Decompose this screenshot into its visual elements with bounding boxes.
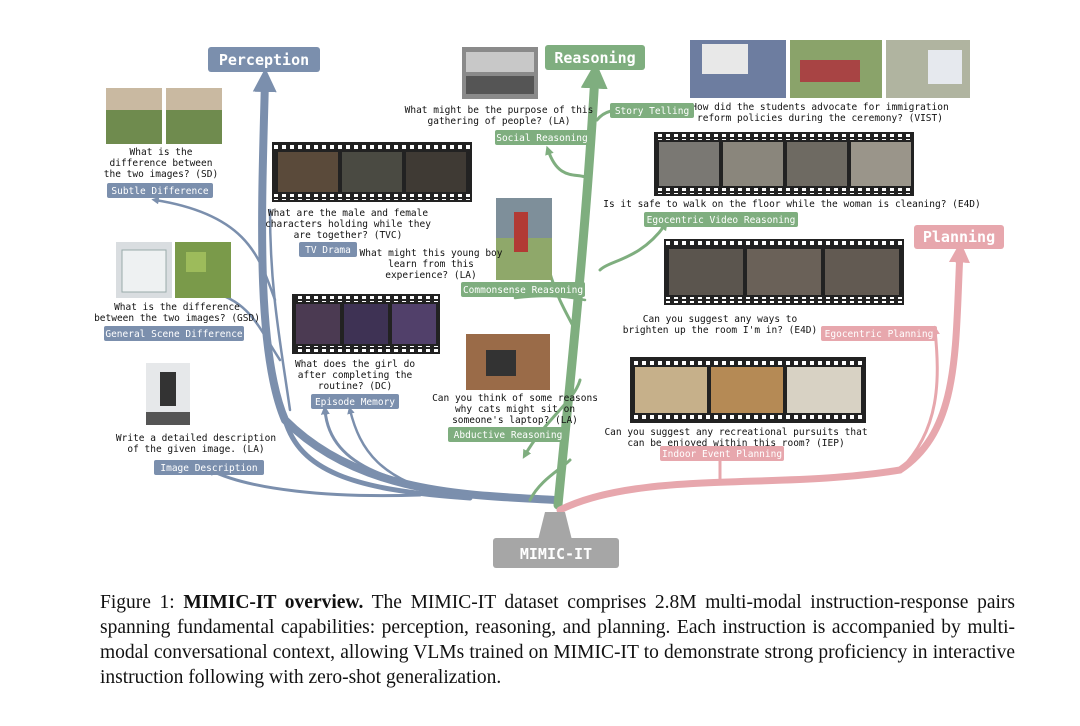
mimic-it-overview-figure: MIMIC-IT Perception Reasoning Planning W…: [94, 40, 1004, 568]
task-egocentric-planning: Can you suggest any ways to brighten up …: [623, 239, 937, 341]
task-label: General Scene Difference: [105, 329, 243, 340]
planning-header: Planning: [914, 225, 1004, 249]
question-line: Is it safe to walk on the floor while th…: [603, 199, 981, 210]
task-label: Social Reasoning: [496, 133, 588, 144]
root-label: MIMIC-IT: [520, 545, 592, 563]
task-abductive-reasoning: Can you think of some reasons why cats m…: [432, 334, 598, 442]
root-label-box: [493, 538, 619, 568]
question-line: can be enjoyed within this room? (IEP): [627, 438, 844, 449]
task-label: Abductive Reasoning: [454, 430, 563, 441]
question-line: why cats might sit on: [455, 404, 575, 415]
task-label: Egocentric Planning: [825, 329, 934, 340]
image-thumbnail: [344, 304, 388, 344]
task-tv-drama: What are the male and female characters …: [265, 142, 472, 257]
question-line: What does the girl do: [295, 359, 415, 370]
question-line: brighten up the room I'm in? (E4D): [623, 325, 817, 336]
question-line: Write a detailed description: [116, 433, 276, 444]
task-label: TV Drama: [305, 245, 351, 256]
question-line: the two images? (SD): [104, 169, 218, 180]
reasoning-header-label: Reasoning: [554, 49, 635, 67]
question-line: Can you suggest any recreational pursuit…: [604, 427, 867, 438]
task-label: Commonsense Reasoning: [463, 285, 583, 296]
reasoning-header: Reasoning: [545, 45, 645, 70]
task-social-reasoning: What might be the purpose of this gather…: [405, 47, 594, 145]
question-line: Can you suggest any ways to: [643, 314, 798, 325]
perception-header-label: Perception: [219, 51, 309, 69]
image-thumbnail: [825, 249, 899, 295]
reasoning-branches: [513, 61, 668, 510]
root-node: MIMIC-IT: [493, 512, 619, 568]
task-egocentric-video-reasoning: Is it safe to walk on the floor while th…: [603, 132, 981, 227]
task-episode-memory: What does the girl do after completing t…: [292, 294, 440, 409]
caption-prefix: Figure 1:: [100, 592, 175, 613]
image-thumbnail: [278, 152, 338, 192]
caption-body: The MIMIC-IT dataset comprises 2.8M mult…: [100, 592, 1015, 688]
task-label: Image Description: [160, 463, 257, 474]
question-line: of the given image. (LA): [127, 444, 264, 455]
image-thumbnail: [659, 142, 719, 186]
question-line: experience? (LA): [385, 270, 477, 281]
image-thumbnail: [669, 249, 743, 295]
question-line: routine? (DC): [318, 381, 392, 392]
image-thumbnail: [342, 152, 402, 192]
question-line: What might be the purpose of this: [405, 105, 594, 116]
image-thumbnail: [787, 142, 847, 186]
question-line: Can you think of some reasons: [432, 393, 598, 404]
perception-branches: [151, 68, 559, 504]
task-label: Story Telling: [615, 106, 689, 117]
perception-header: Perception: [208, 47, 320, 72]
question-line: What is the difference: [114, 302, 240, 313]
task-story-telling: How did the students advocate for immigr…: [610, 40, 970, 124]
question-line: gathering of people? (LA): [428, 116, 571, 127]
question-line: reform policies during the ceremony? (VI…: [697, 113, 943, 124]
question-line: How did the students advocate for immigr…: [691, 102, 948, 113]
image-thumbnail: [392, 304, 436, 344]
question-line: characters holding while they: [265, 219, 431, 230]
figure-caption: Figure 1: MIMIC-IT overview. The MIMIC-I…: [100, 590, 1015, 690]
image-thumbnail: [296, 304, 340, 344]
image-thumbnail: [406, 152, 466, 192]
question-line: What are the male and female: [268, 208, 428, 219]
task-image-description: Write a detailed description of the give…: [116, 363, 276, 475]
task-general-scene-difference: What is the difference between the two i…: [94, 242, 260, 341]
task-commonsense-reasoning: What might this young boy learn from thi…: [360, 198, 585, 297]
question-line: are together? (TVC): [294, 230, 403, 241]
question-line: after completing the: [298, 370, 413, 381]
task-subtle-difference: What is the difference between the two i…: [104, 88, 222, 198]
image-thumbnail: [787, 367, 861, 413]
planning-header-label: Planning: [923, 228, 995, 246]
question-line: someone's laptop? (LA): [452, 415, 578, 426]
caption-title: MIMIC-IT overview.: [183, 592, 364, 613]
task-label: Episode Memory: [315, 397, 395, 408]
task-label: Subtle Difference: [111, 186, 209, 197]
question-line: learn from this: [388, 259, 474, 270]
question-line: difference between: [110, 158, 213, 169]
task-label: Indoor Event Planning: [662, 449, 782, 460]
image-thumbnail: [723, 142, 783, 186]
image-thumbnail: [711, 367, 783, 413]
task-indoor-event-planning: Can you suggest any recreational pursuit…: [604, 357, 868, 461]
task-label: Egocentric Video Reasoning: [647, 215, 796, 226]
question-line: between the two images? (GSD): [94, 313, 260, 324]
question-line: What is the: [130, 147, 193, 158]
image-thumbnail: [851, 142, 911, 186]
image-thumbnail: [747, 249, 821, 295]
question-line: What might this young boy: [360, 248, 503, 259]
image-thumbnail: [635, 367, 707, 413]
